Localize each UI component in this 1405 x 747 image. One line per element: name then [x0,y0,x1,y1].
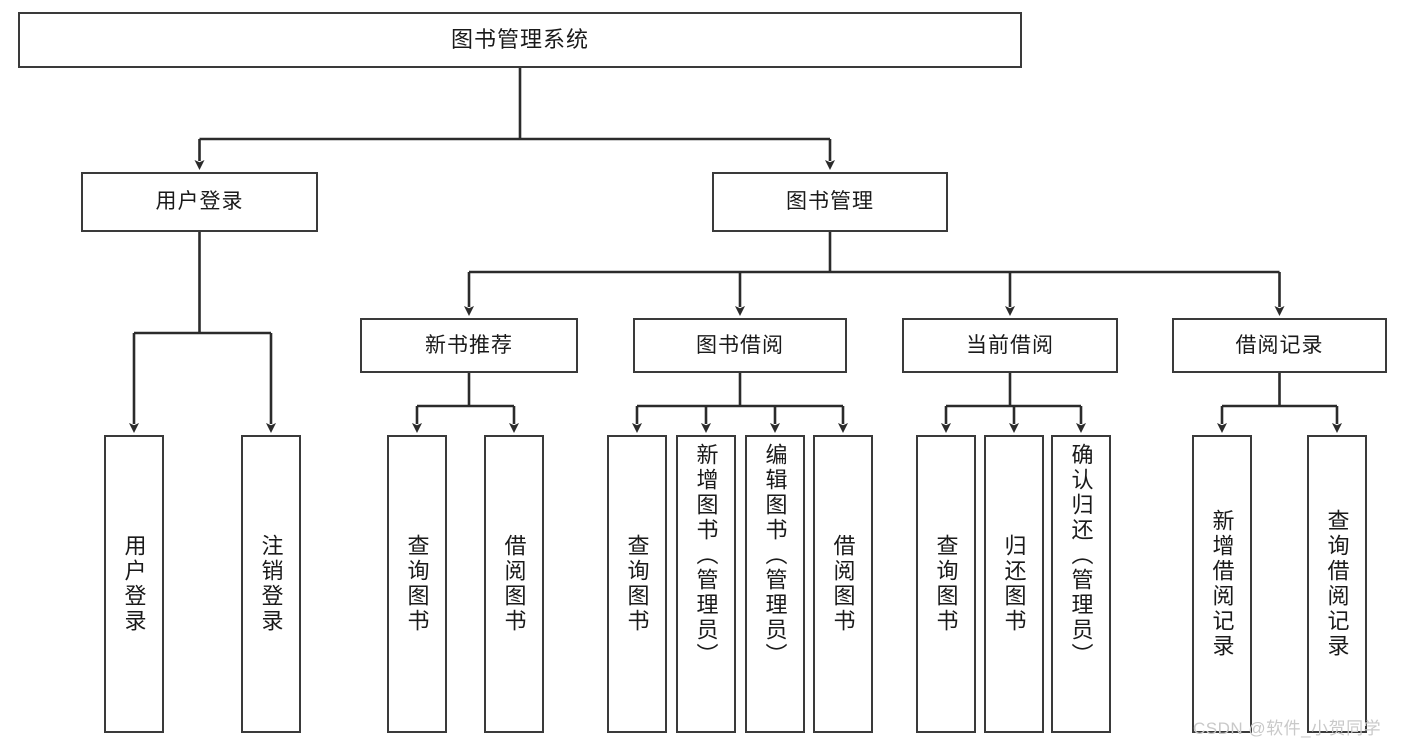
node-n5: 查询图书 [607,435,667,733]
node-l2d: 借阅记录 [1172,318,1387,373]
node-n13: 查询借阅记录 [1307,435,1367,733]
node-n9: 查询图书 [916,435,976,733]
node-n1: 用户登录 [104,435,164,733]
node-l2b: 图书借阅 [633,318,847,373]
node-n6: 新增图书（管理员） [676,435,736,733]
node-n4: 借阅图书 [484,435,544,733]
node-n10: 归还图书 [984,435,1044,733]
node-n2: 注销登录 [241,435,301,733]
node-root: 图书管理系统 [18,12,1022,68]
node-l1a: 用户登录 [81,172,318,232]
node-l1b: 图书管理 [712,172,948,232]
node-l2c: 当前借阅 [902,318,1118,373]
node-n7: 编辑图书（管理员） [745,435,805,733]
node-l2a: 新书推荐 [360,318,578,373]
node-n8: 借阅图书 [813,435,873,733]
node-n11: 确认归还（管理员） [1051,435,1111,733]
node-n3: 查询图书 [387,435,447,733]
node-n12: 新增借阅记录 [1192,435,1252,733]
watermark: CSDN @软件_小贺同学 [1193,719,1382,738]
